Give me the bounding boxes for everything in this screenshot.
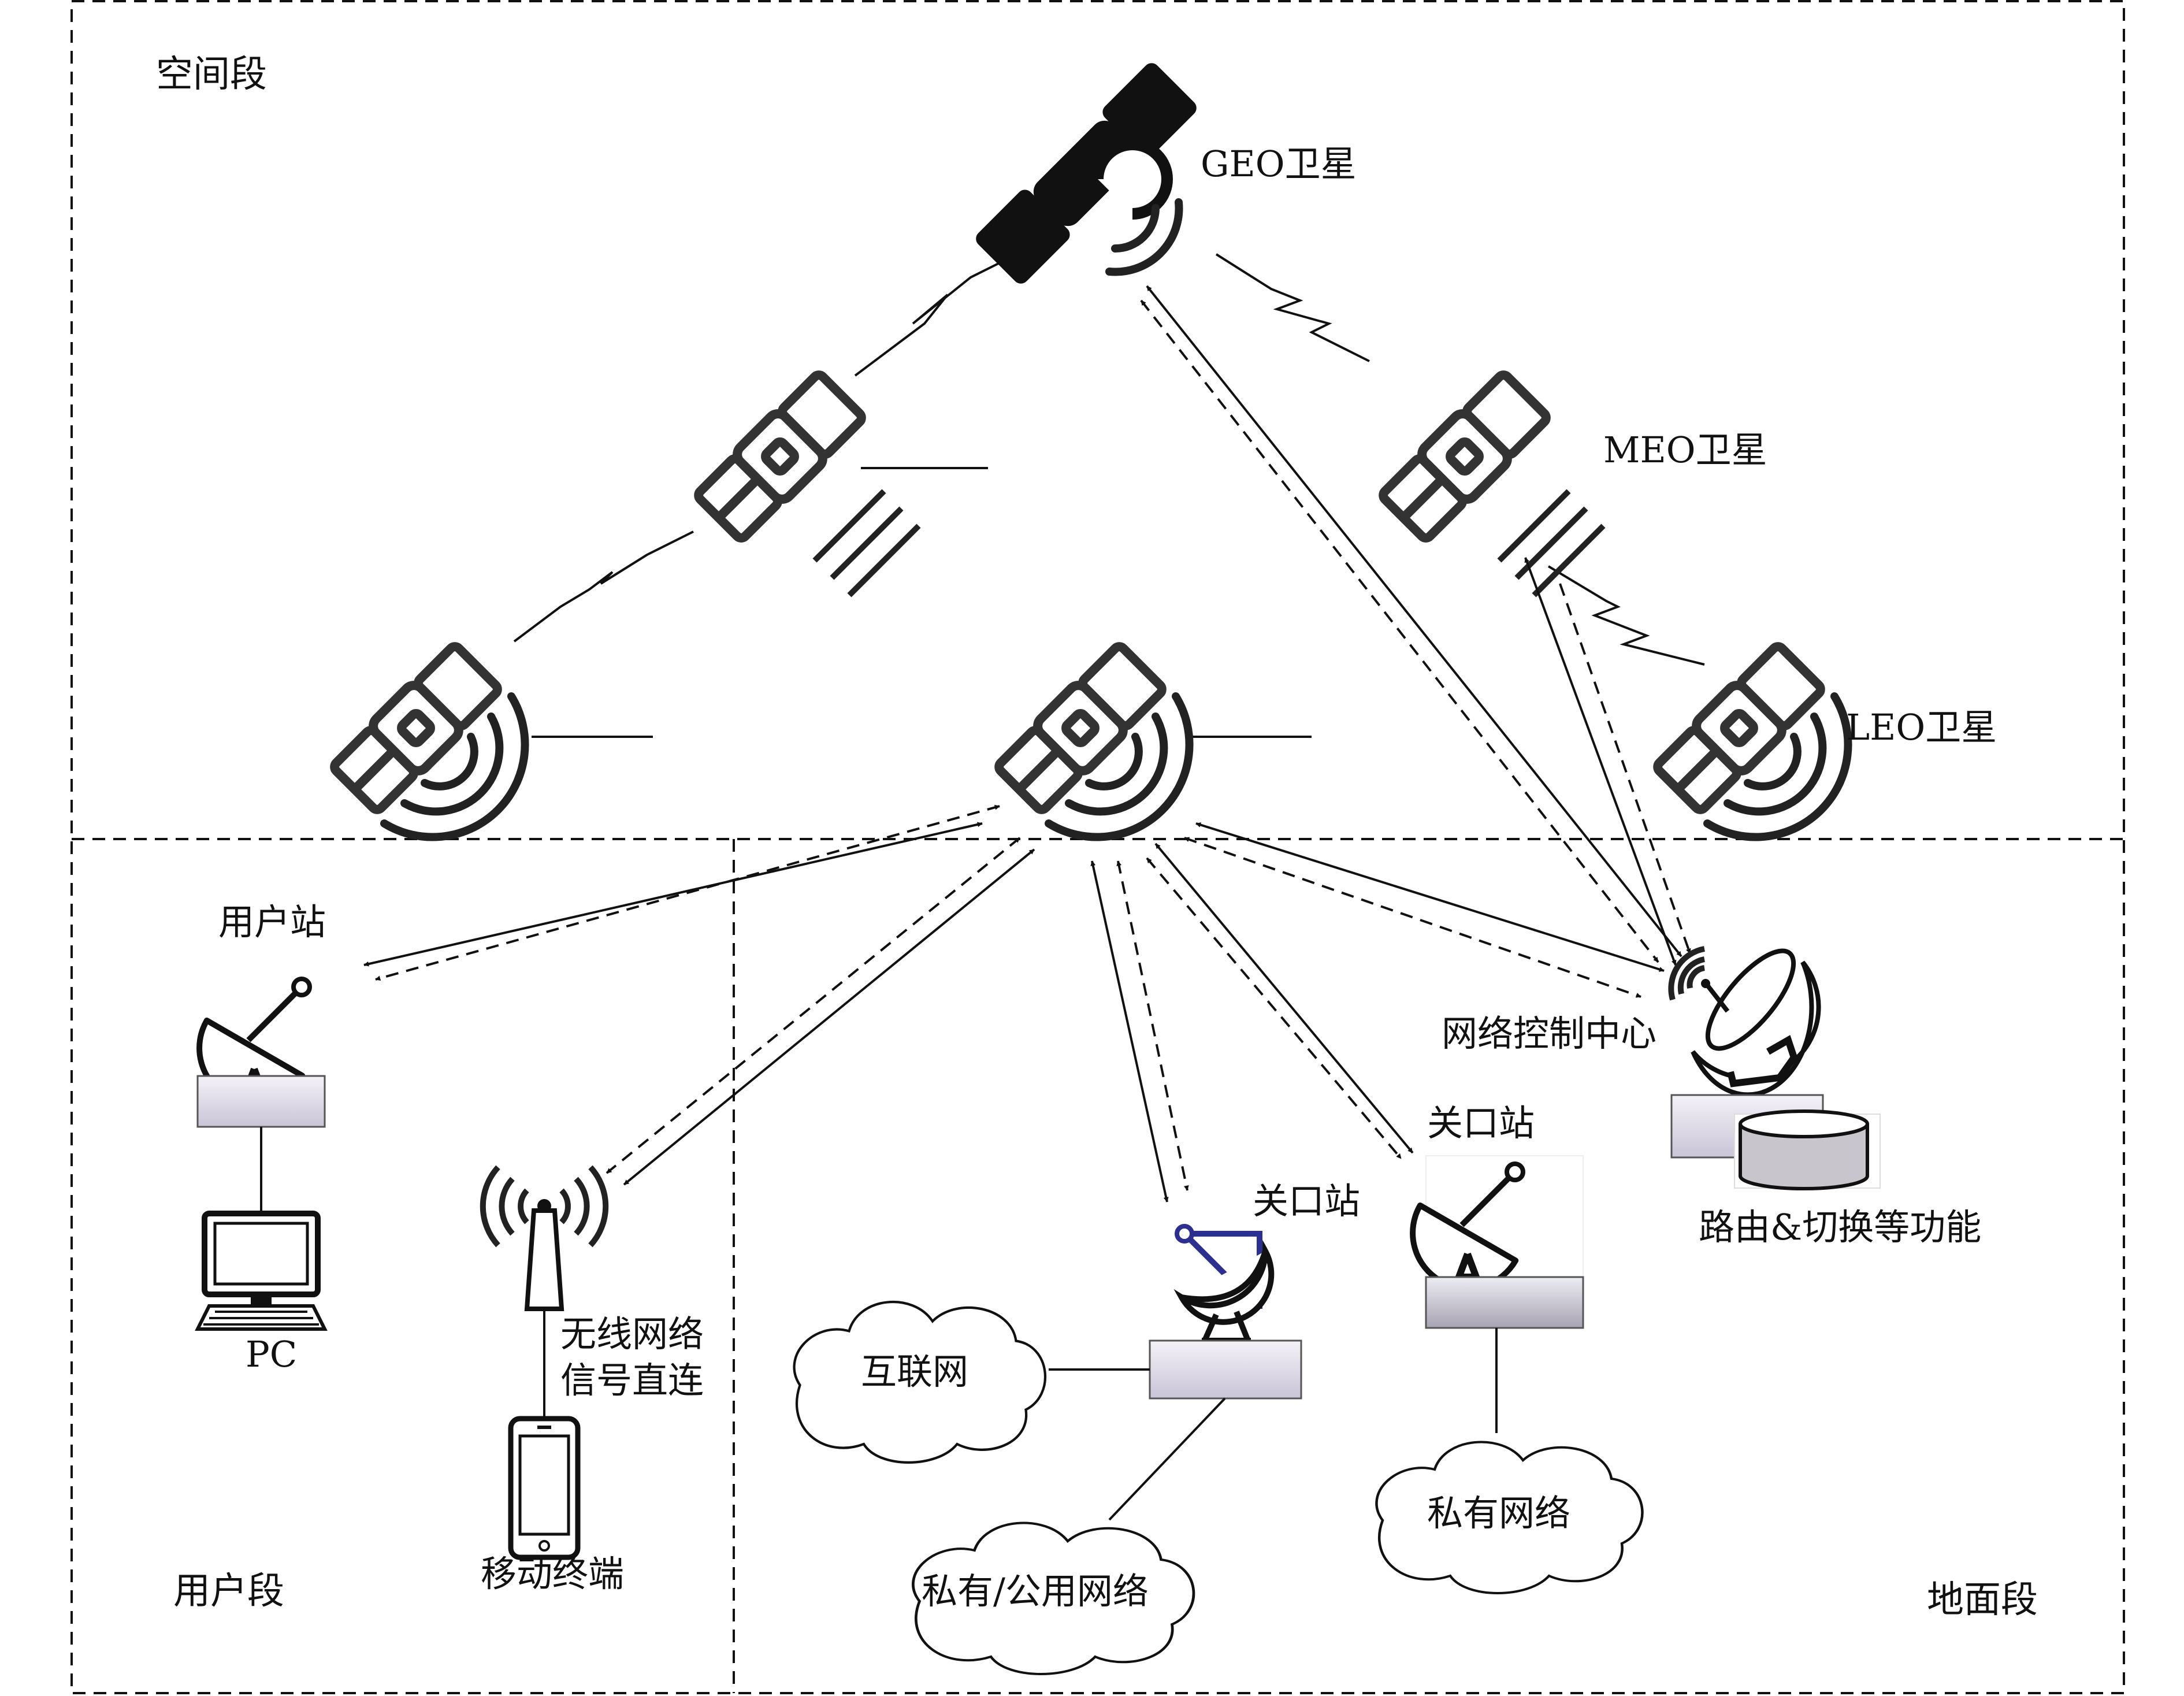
gateway-1-terminal-box <box>1149 1339 1302 1400</box>
leo-satellite-right-icon <box>1654 643 1848 837</box>
geo-satellite-label: GEO卫星 <box>1201 143 1357 185</box>
ncc-dish-icon <box>1668 946 1821 1097</box>
gateway-1-label: 关口站 <box>1253 1180 1360 1222</box>
private-network-label: 私有网络 <box>1427 1492 1570 1534</box>
user-station-terminal-box <box>196 1075 326 1128</box>
gateway-1-dish-icon <box>1173 1224 1275 1344</box>
meo-satellite-right-icon <box>1379 371 1606 598</box>
gateway-2-label: 关口站 <box>1427 1102 1535 1144</box>
pc-label: PC <box>246 1333 297 1375</box>
leo-satellite-label: LEO卫星 <box>1846 706 1997 748</box>
routing-switching-label: 路由&切换等功能 <box>1699 1206 1981 1248</box>
feeder-and-user-links <box>363 285 1691 1203</box>
inter-satellite-links <box>513 253 1705 738</box>
wireless-tower-icon <box>480 1165 609 1311</box>
user-station-label: 用户站 <box>218 901 326 943</box>
mobile-phone-icon <box>508 1416 581 1560</box>
ground-segment-label: 地面段 <box>1927 1579 2038 1621</box>
space-segment-label: 空间段 <box>156 53 267 96</box>
leo-satellite-center-icon <box>995 643 1190 837</box>
gateway-2-terminal-box <box>1425 1276 1584 1329</box>
wireless-link-label-line2: 信号直连 <box>560 1359 704 1401</box>
routing-database-icon <box>1734 1109 1881 1190</box>
pc-icon <box>195 1211 328 1331</box>
geo-satellite-icon <box>976 63 1197 284</box>
internet-label: 互联网 <box>861 1350 968 1393</box>
wireless-link-label-line1: 无线网络 <box>560 1313 704 1355</box>
segment-boundaries <box>70 0 2125 1694</box>
network-control-center-label: 网络控制中心 <box>1442 1012 1656 1055</box>
meo-satellite-left-icon <box>694 371 921 598</box>
user-segment-label: 用户段 <box>173 1570 284 1613</box>
private-public-network-label: 私有/公用网络 <box>922 1570 1149 1612</box>
leo-satellite-left-icon <box>330 643 525 837</box>
mobile-terminal-label: 移动终端 <box>481 1553 624 1595</box>
meo-satellite-label: MEO卫星 <box>1603 429 1767 471</box>
